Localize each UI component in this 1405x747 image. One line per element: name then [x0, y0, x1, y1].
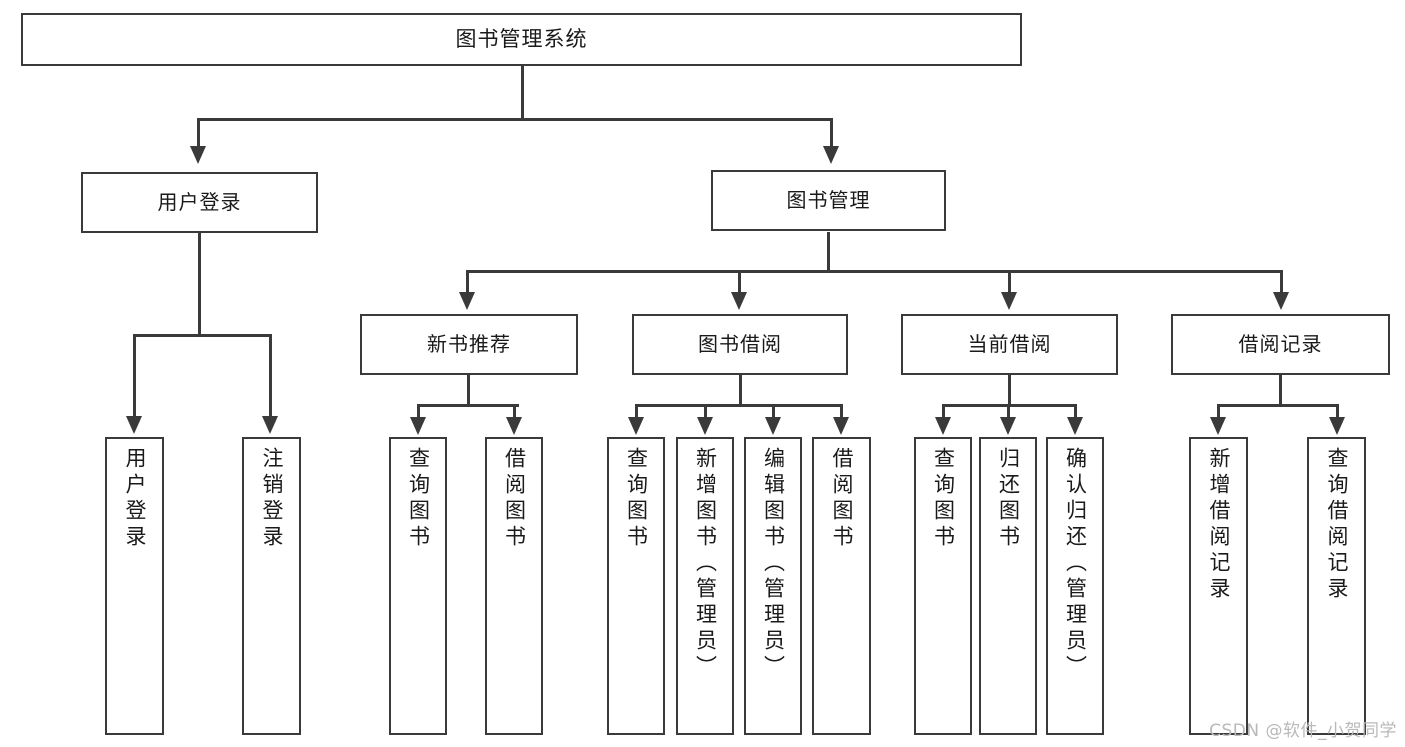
- node-leaf-query-book-3[interactable]: 查询图书: [914, 437, 972, 735]
- node-label: 当前借阅: [967, 332, 1052, 356]
- node-root-system[interactable]: 图书管理系统: [21, 13, 1022, 66]
- edge-book-borrow-stem: [739, 375, 742, 406]
- edge-new-book-bus: [417, 404, 519, 407]
- edge-book-manage-stem: [827, 232, 830, 272]
- arrow-to-borrow-record: [1273, 292, 1289, 310]
- node-label: 图书借阅: [698, 332, 782, 356]
- node-label: 新增图书（管理员）: [693, 447, 718, 681]
- edge-book-manage-drop-4: [1280, 270, 1283, 294]
- edge-book-borrow-drop-1: [635, 404, 638, 419]
- edge-book-borrow-bus: [635, 404, 843, 407]
- edge-user-login-drop-1: [133, 334, 136, 418]
- node-label: 归还图书: [996, 447, 1021, 551]
- node-label: 图书管理系统: [455, 27, 588, 52]
- edge-book-manage-drop-1: [466, 270, 469, 294]
- node-label: 确认归还（管理员）: [1063, 447, 1088, 681]
- edge-new-book-drop-1: [417, 404, 420, 419]
- node-leaf-add-book[interactable]: 新增图书（管理员）: [676, 437, 734, 735]
- edge-current-borrow-drop-1: [942, 404, 945, 419]
- arrow-to-current-borrow: [1001, 292, 1017, 310]
- node-leaf-query-book-1[interactable]: 查询图书: [389, 437, 447, 735]
- arrow-to-leaf-user-login: [126, 416, 142, 434]
- arrow-to-leaf-query-book-1: [410, 417, 426, 435]
- node-label: 注销登录: [260, 447, 284, 551]
- node-label: 图书管理: [786, 188, 871, 212]
- edge-root-to-user-login: [197, 118, 200, 148]
- edge-current-borrow-stem: [1008, 375, 1011, 406]
- edge-new-book-drop-2: [513, 404, 516, 419]
- node-leaf-add-record[interactable]: 新增借阅记录: [1189, 437, 1248, 735]
- node-label: 新书推荐: [427, 332, 511, 356]
- edge-root-stem: [521, 66, 524, 120]
- node-label: 借阅记录: [1238, 332, 1323, 356]
- edge-borrow-record-drop-1: [1217, 404, 1220, 419]
- arrow-to-leaf-borrow-book-1: [506, 417, 522, 435]
- edge-book-manage-drop-3: [1008, 270, 1011, 294]
- node-label: 编辑图书（管理员）: [761, 447, 786, 681]
- node-borrow-record[interactable]: 借阅记录: [1171, 314, 1390, 375]
- edge-borrow-record-stem: [1279, 375, 1282, 406]
- arrow-to-leaf-query-book-2: [628, 417, 644, 435]
- edge-borrow-record-bus: [1217, 404, 1339, 407]
- node-label: 用户登录: [157, 190, 242, 214]
- node-label: 查询图书: [624, 447, 649, 551]
- edge-book-manage-drop-2: [738, 270, 741, 294]
- arrow-to-leaf-return-book: [1000, 417, 1016, 435]
- arrow-to-leaf-query-record: [1329, 417, 1345, 435]
- edge-new-book-stem: [467, 375, 470, 406]
- edge-current-borrow-drop-3: [1074, 404, 1077, 419]
- node-leaf-query-record[interactable]: 查询借阅记录: [1307, 437, 1366, 735]
- node-label: 用户登录: [123, 447, 147, 551]
- arrow-to-new-book-recommend: [459, 292, 475, 310]
- node-book-manage[interactable]: 图书管理: [711, 170, 946, 231]
- edge-book-borrow-drop-4: [840, 404, 843, 419]
- edge-user-login-bus: [133, 334, 272, 337]
- node-leaf-query-book-2[interactable]: 查询图书: [607, 437, 665, 735]
- arrow-to-leaf-add-record: [1210, 417, 1226, 435]
- node-label: 查询借阅记录: [1325, 447, 1349, 603]
- node-label: 查询图书: [406, 447, 431, 551]
- node-leaf-user-login[interactable]: 用户登录: [105, 437, 164, 735]
- edge-root-to-book-manage: [830, 118, 833, 148]
- node-label: 新增借阅记录: [1207, 447, 1231, 603]
- arrow-to-user-login: [190, 146, 206, 164]
- arrow-to-book-manage: [823, 146, 839, 164]
- arrow-to-leaf-borrow-book-2: [833, 417, 849, 435]
- node-label: 借阅图书: [502, 447, 527, 551]
- node-user-login[interactable]: 用户登录: [81, 172, 318, 233]
- edge-user-login-stem: [198, 233, 201, 336]
- node-label: 借阅图书: [830, 447, 854, 551]
- node-leaf-borrow-book-1[interactable]: 借阅图书: [485, 437, 543, 735]
- node-new-book-recommend[interactable]: 新书推荐: [360, 314, 578, 375]
- edge-current-borrow-drop-2: [1007, 404, 1010, 419]
- edge-book-borrow-drop-2: [704, 404, 707, 419]
- node-leaf-confirm-return[interactable]: 确认归还（管理员）: [1046, 437, 1104, 735]
- edge-book-manage-bus: [466, 270, 1280, 273]
- edge-user-login-drop-2: [269, 334, 272, 418]
- arrow-to-leaf-edit-book: [765, 417, 781, 435]
- arrow-to-leaf-add-book: [697, 417, 713, 435]
- node-leaf-borrow-book-2[interactable]: 借阅图书: [812, 437, 871, 735]
- arrow-to-leaf-query-book-3: [935, 417, 951, 435]
- node-leaf-return-book[interactable]: 归还图书: [979, 437, 1037, 735]
- arrow-to-book-borrow: [731, 292, 747, 310]
- arrow-to-leaf-confirm-return: [1067, 417, 1083, 435]
- node-leaf-user-logout[interactable]: 注销登录: [242, 437, 301, 735]
- edge-borrow-record-drop-2: [1336, 404, 1339, 419]
- arrow-to-leaf-user-logout: [262, 416, 278, 434]
- node-book-borrow[interactable]: 图书借阅: [632, 314, 848, 375]
- edge-root-bus: [197, 118, 833, 121]
- edge-book-borrow-drop-3: [772, 404, 775, 419]
- node-current-borrow[interactable]: 当前借阅: [901, 314, 1118, 375]
- node-label: 查询图书: [931, 447, 956, 551]
- node-leaf-edit-book[interactable]: 编辑图书（管理员）: [744, 437, 802, 735]
